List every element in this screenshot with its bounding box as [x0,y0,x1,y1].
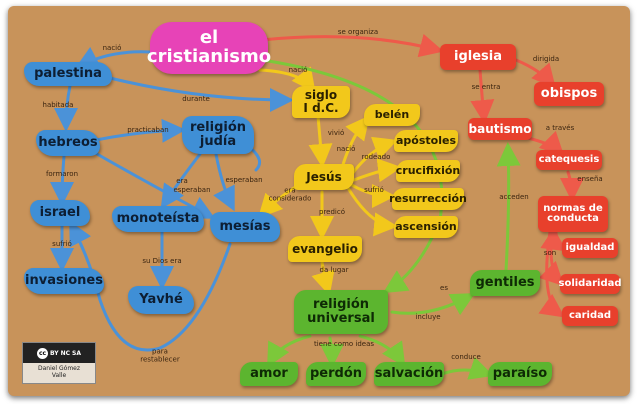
label-son: son [543,249,557,258]
node-evangelio[interactable]: evangelio [288,236,362,262]
label-vivio: vivió [327,129,345,138]
label-para-restablecer: para restablecer [140,347,180,363]
node-palestina[interactable]: palestina [24,62,112,86]
label-es: es [440,284,448,293]
label-su-dios-era: su Dios era [142,257,182,266]
label-durante: durante [182,95,210,104]
label-ensena: enseña [577,175,603,184]
label-predico: predicó [319,208,345,217]
license-badge: cc BY NC SA Daniel Gómez Valle [22,342,96,384]
label-se-entra: se entra [471,83,501,92]
node-belen[interactable]: belén [364,104,420,126]
label-da-lugar: da lugar [319,266,349,275]
label-se-organiza: se organiza [337,28,379,37]
node-resurreccion[interactable]: resurrección [389,188,467,210]
node-ascension[interactable]: ascensión [394,216,458,238]
node-obispos[interactable]: obispos [534,82,604,106]
node-amor[interactable]: amor [240,362,298,386]
node-bautismo[interactable]: bautismo [468,118,532,140]
node-apostoles[interactable]: apóstoles [394,130,458,152]
label-incluye: incluye [415,313,441,322]
node-paraiso[interactable]: paraíso [488,362,552,386]
label-sufrio-jesus: sufrió [364,186,384,195]
label-dirigida: dirigida [532,55,560,64]
label-habitada: habitada [42,101,74,110]
node-monoteista[interactable]: monoteísta [112,206,204,232]
label-nacio-palestina: nació [102,44,122,53]
node-religion-universal[interactable]: religión universal [294,290,388,334]
node-salvacion[interactable]: salvación [374,362,444,386]
license-author: Daniel Gómez Valle [37,365,81,379]
node-mesias[interactable]: mesías [210,212,280,242]
node-israel[interactable]: israel [30,200,90,226]
node-hebreos[interactable]: hebreos [36,130,100,156]
node-el-cristianismo[interactable]: el cristianismo [147,22,271,74]
node-siglo[interactable]: siglo I d.C. [292,86,350,118]
license-icons: cc BY NC SA [23,343,95,363]
node-crucifixion[interactable]: crucifixión [396,160,460,182]
cc-icon: cc [37,347,48,359]
label-era: era [176,177,188,186]
node-solidaridad[interactable]: solidaridad [559,274,622,294]
node-catequesis[interactable]: catequesis [536,150,602,170]
label-a-traves: a través [545,124,575,133]
label-nacio-siglo: nació [288,66,308,75]
label-formaron: formaron [45,170,79,179]
license-sa: SA [72,349,81,357]
node-jesus[interactable]: Jesús [294,164,354,190]
label-nacio-belen: nació [336,145,356,154]
label-tiene-como-ideas: tiene como ideas [313,340,375,349]
node-invasiones[interactable]: invasiones [24,268,104,294]
label-acceden: acceden [499,193,529,202]
label-era-considerado: era considerado [268,186,312,202]
node-normas-conducta[interactable]: normas de conducta [538,196,608,232]
node-gentiles[interactable]: gentiles [470,270,540,296]
license-by: BY [50,349,59,357]
label-conduce: conduce [451,353,481,362]
node-religion-judia[interactable]: religión judía [182,116,254,154]
node-caridad[interactable]: caridad [562,306,618,326]
node-yahve[interactable]: Yavhé [128,286,194,314]
node-perdon[interactable]: perdón [306,362,366,386]
label-practicaban: practicaban [127,126,169,135]
label-esperaban-2: esperaban [225,176,263,185]
label-rodeado: rodeado [361,153,391,162]
node-igualdad[interactable]: igualdad [562,238,618,258]
node-iglesia[interactable]: iglesia [440,44,516,70]
label-esperaban-1: esperaban [173,186,211,195]
license-nc: NC [60,349,71,357]
label-sufrio-israel: sufrió [52,240,72,249]
